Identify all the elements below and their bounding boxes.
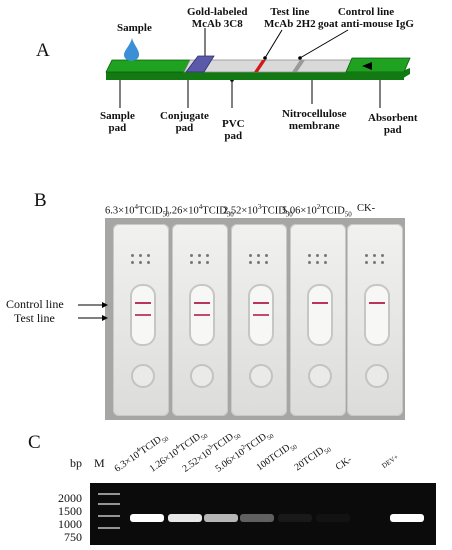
result-window [364,284,390,346]
panel-a-letter: A [36,40,50,61]
gel-image [90,483,436,545]
gel-band [316,514,350,522]
concentration-label: 6.3×104TCID50 [105,203,170,219]
sample-pad [105,59,191,73]
control-line [292,60,305,72]
test-line [254,60,266,72]
control-line-band [194,302,210,304]
test-cassette [231,224,287,416]
panel-c-letter: C [28,432,41,453]
sample-drop-icon [124,38,140,61]
cassette-dots [249,254,271,264]
cassette-dots [131,254,153,264]
test-line-band [135,314,151,316]
ladder-size-label: 1500 [58,504,82,518]
panel-b-letter: B [34,190,47,211]
test-cassette [347,224,403,416]
bp-label: bp [70,456,82,470]
cassette-dots [190,254,212,264]
control-line-band [135,302,151,304]
gel-band [168,514,202,522]
lateral-flow-strip-diagram [105,28,411,108]
concentration-label: 1.26×104TCID50 [164,203,234,219]
gel-band [204,514,238,522]
ladder-band [98,503,120,505]
ladder-size-label: 1000 [58,517,82,531]
test-line-side-label: Test line [14,311,55,325]
ladder-band [98,527,120,529]
sample-label: Sample [117,22,152,34]
ladder-size-label: 750 [64,530,82,544]
gel-band [130,514,164,522]
result-window [248,284,274,346]
ladder-band [98,515,120,517]
result-window [189,284,215,346]
lane-label: 20TCID50 [292,445,333,474]
absorbent-pad [345,57,411,73]
control-line-band [253,302,269,304]
pointer-arrows [78,302,108,321]
test-cassette [290,224,346,416]
cassette-dots [365,254,387,264]
gel-band [278,514,312,522]
marker-label: M [94,456,105,470]
sample-well [190,364,214,388]
test-line-band [369,314,385,316]
result-window [307,284,333,346]
gel-band [240,514,274,522]
sample-well [308,364,332,388]
ladder-band [98,493,120,495]
lane-label: CK- [333,454,355,473]
control-line-side-label: Control line [6,297,64,311]
control-line-band [369,302,385,304]
sample-well [249,364,273,388]
lane-label: DEV+ [380,452,401,470]
cassette-dots [308,254,330,264]
test-cassette [113,224,169,416]
conjugate-pad [185,55,215,73]
control-line-band [312,302,328,304]
test-line-band [253,314,269,316]
result-window [130,284,156,346]
concentration-label: CK- [357,203,376,214]
test-cassette [172,224,228,416]
ladder-size-label: 2000 [58,491,82,505]
sample-well [365,364,389,388]
sample-well [131,364,155,388]
test-line-band [312,314,328,316]
concentration-label: 5.06×102TCID50 [282,203,352,219]
test-line-band [194,314,210,316]
concentration-label: 2.52×103TCID50 [223,203,293,219]
gel-band [390,514,424,522]
